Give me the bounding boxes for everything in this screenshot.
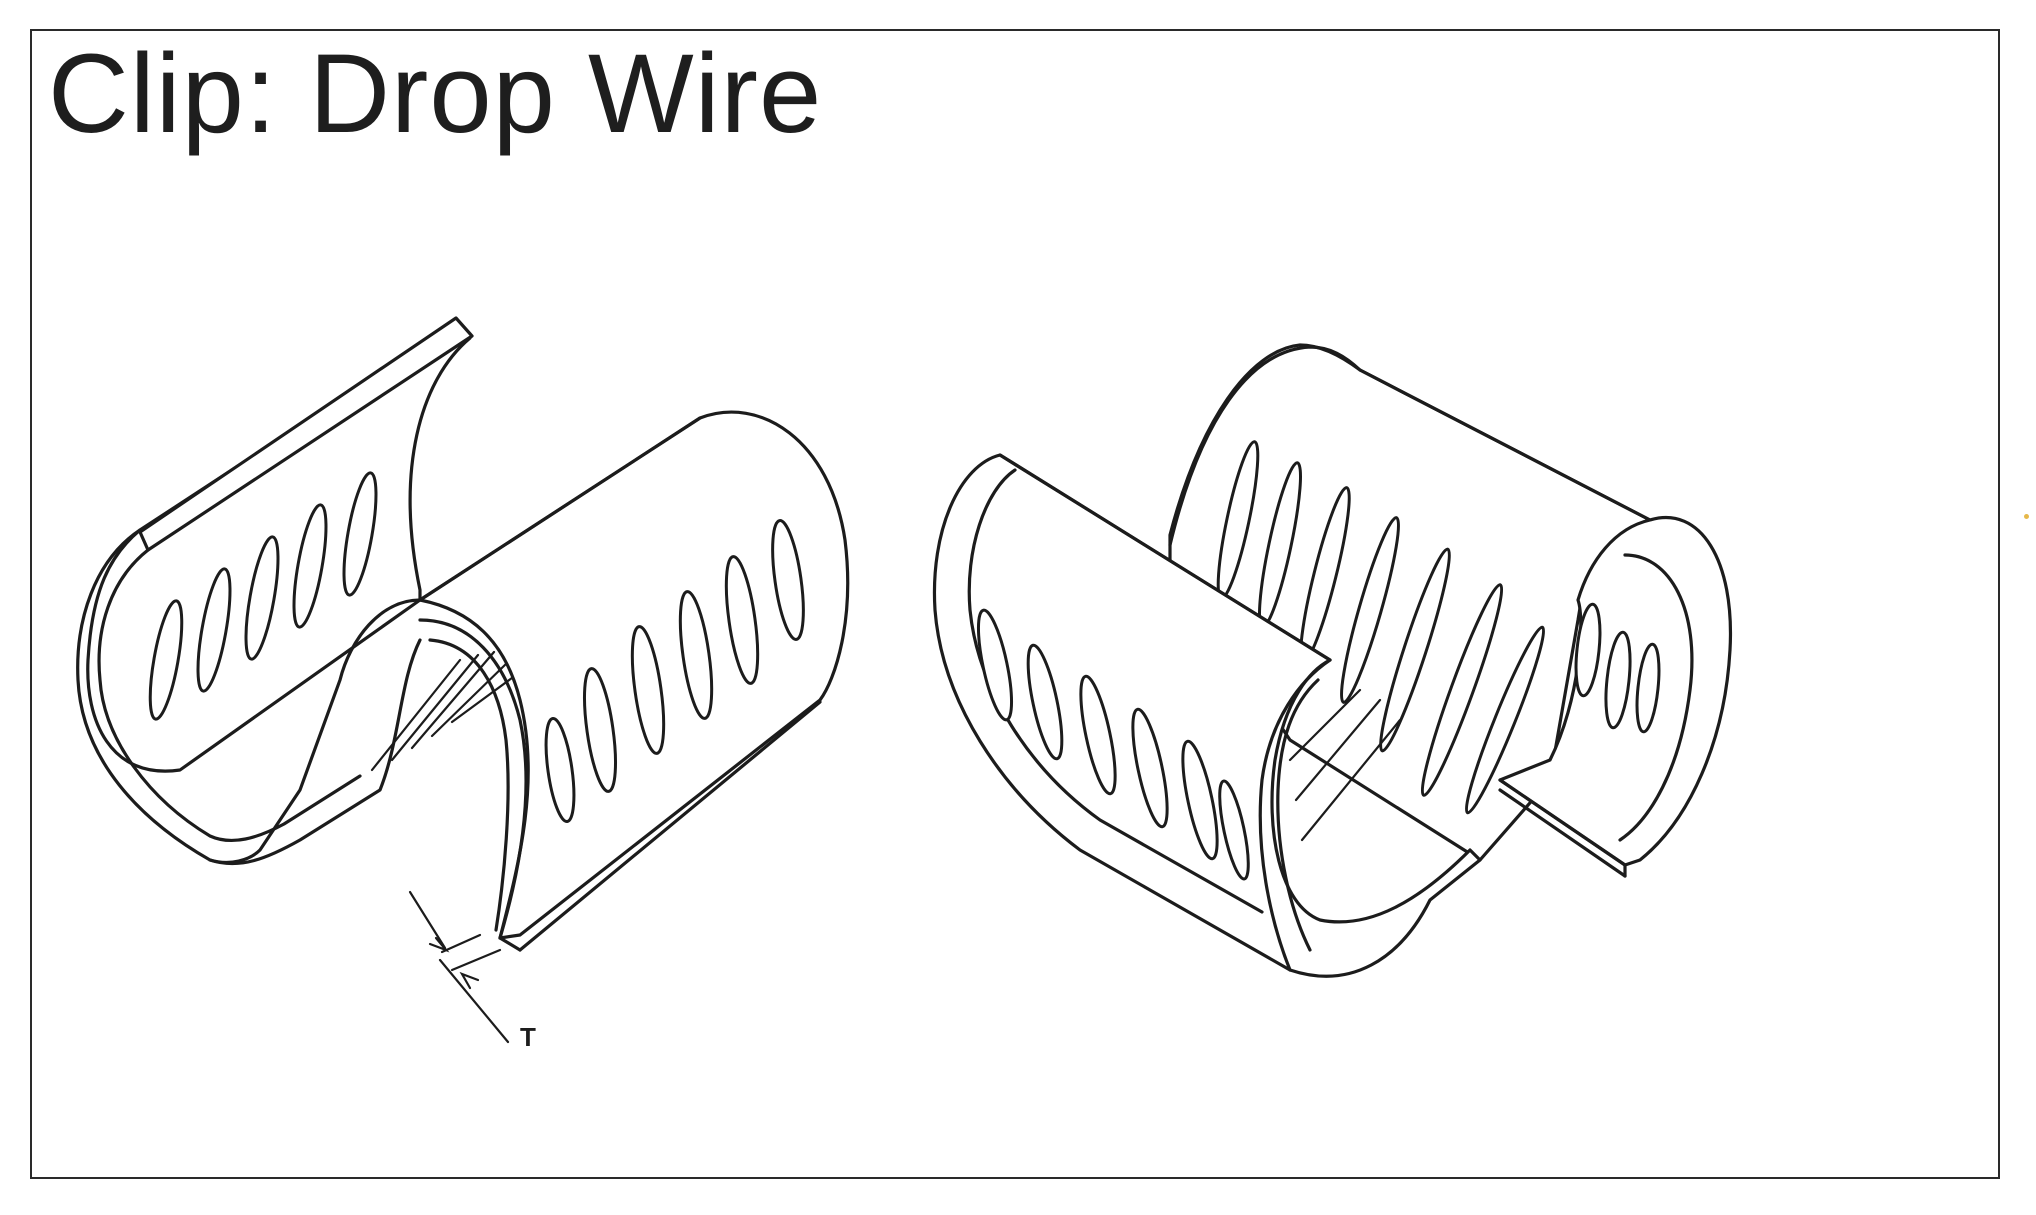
- right-clip-front-inner-curve: [967, 468, 1264, 914]
- slot: [630, 625, 666, 755]
- left-clip-back-panel: [86, 320, 472, 773]
- left-clip: [76, 316, 850, 952]
- slot: [724, 555, 760, 685]
- slot: [976, 608, 1014, 722]
- right-clip-front-panel: [932, 453, 1482, 978]
- slot: [292, 503, 328, 629]
- slot: [342, 471, 378, 597]
- scan-speck: [2024, 514, 2029, 519]
- dimension-line-upper: [408, 890, 447, 950]
- extension-line-2: [450, 948, 502, 972]
- slot: [583, 667, 617, 793]
- slot: [1379, 547, 1451, 753]
- dimension-line-lower: [438, 958, 510, 1044]
- slot: [1574, 602, 1602, 698]
- left-clip-bottom-edge-2: [518, 700, 822, 952]
- dimension-label: T: [520, 1022, 536, 1052]
- slot: [1464, 625, 1546, 815]
- right-clip-lower-strip-2: [1498, 788, 1627, 878]
- dimension-arrow-2: [459, 971, 480, 990]
- slot: [1079, 674, 1117, 796]
- right-clip-front-lip-inner: [1276, 678, 1320, 952]
- right-clip: [932, 343, 1733, 978]
- left-clip-outer-loop: [76, 528, 422, 866]
- slot: [1131, 707, 1169, 829]
- left-clip-inner-loop: [97, 548, 362, 843]
- slot: [1420, 583, 1504, 797]
- right-clip-back-slots: [1216, 440, 1546, 815]
- right-clip-back-top-edge: [1358, 368, 1652, 522]
- left-clip-bottom-edge: [498, 936, 522, 952]
- slot: [678, 590, 714, 720]
- right-clip-lower-strip-1: [1498, 778, 1627, 867]
- slot: [1340, 516, 1400, 704]
- right-clip-front-slots: [976, 608, 1250, 881]
- slot: [1604, 630, 1632, 730]
- slot: [1635, 642, 1661, 734]
- left-clip-front-lip: [418, 618, 528, 940]
- slot: [244, 535, 280, 661]
- dimension-arrow-1: [428, 936, 450, 953]
- right-clip-right-loop-inner: [1618, 553, 1694, 842]
- thickness-dimension: T: [408, 890, 536, 1052]
- diagram-title: Clip: Drop Wire: [48, 31, 823, 156]
- slot: [1218, 779, 1250, 881]
- slot: [196, 567, 232, 693]
- slot: [1026, 643, 1064, 761]
- extension-line-1: [440, 933, 482, 954]
- right-clip-back-top-curve: [1168, 345, 1362, 547]
- slot: [1181, 739, 1219, 861]
- slot: [148, 599, 184, 721]
- left-clip-front-slots: [544, 519, 805, 824]
- left-clip-top-front-edge: [418, 416, 702, 602]
- left-clip-top-edge: [138, 316, 474, 552]
- right-clip-loop-slots: [1574, 602, 1661, 734]
- left-clip-front-lip-inner: [428, 638, 510, 932]
- slot: [771, 519, 805, 641]
- left-clip-front-outer: [208, 598, 422, 864]
- right-clip-front-lip: [1258, 658, 1332, 972]
- slot: [544, 716, 576, 824]
- right-clip-front-top-edge: [998, 453, 1332, 662]
- right-clip-fold-hatch: [1288, 688, 1402, 842]
- left-clip-back-slots: [148, 471, 378, 721]
- left-clip-fold-hatch: [370, 650, 522, 772]
